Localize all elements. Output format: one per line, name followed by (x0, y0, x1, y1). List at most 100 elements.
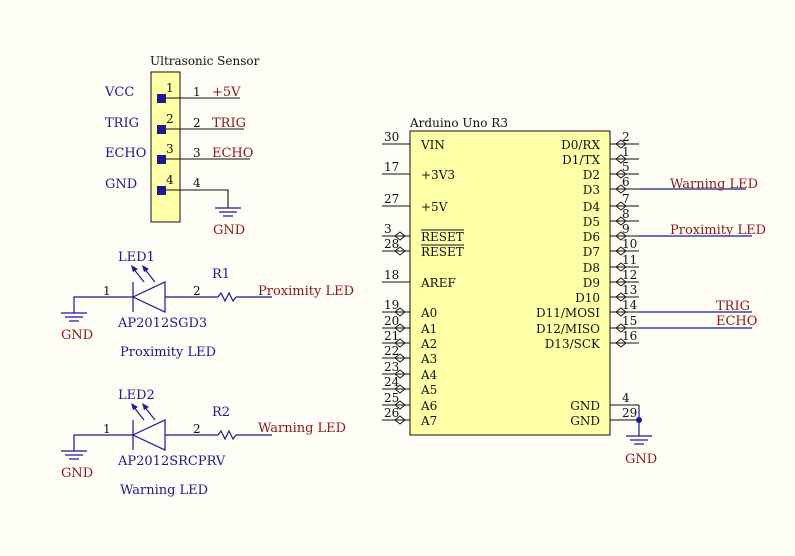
bidir-arrow-icon (394, 338, 406, 348)
arduino-right-pin-number: 11 (622, 253, 637, 267)
resistor-r1-symbol (217, 291, 237, 303)
sensor-pin-label-gnd: GND (105, 177, 137, 192)
arduino-uno: Arduino Uno R3 30VIN17+3V327+5V3RESET28R… (382, 116, 766, 467)
resistor-r2-ref: R2 (212, 405, 230, 420)
arduino-left-pin-name: RESET (421, 230, 464, 244)
bidir-arrow-icon (394, 415, 406, 425)
bidir-arrow-icon (615, 154, 627, 164)
arduino-right-pin-number: 5 (622, 160, 630, 174)
sensor-pin-label-trig: TRIG (105, 116, 139, 131)
arduino-body (409, 130, 611, 436)
sensor-pin-outer-1: 1 (193, 85, 201, 99)
arduino-left-pin-number: 26 (384, 406, 399, 420)
led2-caption: Warning LED (120, 483, 208, 498)
arduino-right-pin-number: 14 (622, 298, 638, 312)
resistor-r2-symbol (217, 429, 237, 441)
bidir-arrow-icon (615, 246, 627, 256)
arduino-title: Arduino Uno R3 (409, 116, 508, 130)
bidir-arrow-icon (615, 262, 627, 272)
bidir-arrow-icon (615, 139, 627, 149)
sensor-pin-label-echo: ECHO (105, 146, 146, 161)
led1-wire-left (73, 296, 133, 313)
arduino-left-pins: 30VIN17+3V327+5V3RESET28RESET18AREF19A02… (382, 130, 464, 428)
sensor-pin-outer-2: 2 (193, 116, 201, 130)
led2-pin2-number: 2 (193, 422, 201, 436)
net-label-gnd: GND (213, 223, 245, 238)
arduino-right-pin-number: 15 (622, 314, 637, 328)
arduino-right-pin-name: D2 (583, 168, 600, 182)
sensor-pin-outer-4: 4 (193, 176, 201, 190)
ground-symbol (215, 207, 241, 217)
bidir-arrow-icon (394, 353, 406, 363)
arduino-left-pin-name: A0 (420, 306, 437, 320)
sensor-pin-marker (157, 186, 166, 195)
bidir-arrow-icon (394, 307, 406, 317)
bidir-arrow-icon (394, 231, 406, 241)
arduino-right-pin-number: 8 (622, 207, 630, 221)
sensor-title: Ultrasonic Sensor (150, 54, 260, 68)
arduino-right-pin-name: D0/RX (561, 138, 600, 152)
sensor-pin-label-vcc: VCC (104, 85, 134, 100)
ultrasonic-sensor: Ultrasonic Sensor VCC 1 1 +5V TRIG 2 2 T… (104, 54, 260, 238)
led1-circuit: LED1 1 2 R1 Proximity LED AP2012SGD3 Pro… (61, 250, 354, 360)
bidir-arrow-icon (394, 369, 406, 379)
bidir-arrow-icon (615, 292, 627, 302)
arduino-left-pin-name: RESET (421, 245, 464, 259)
arduino-right-pin-number: 7 (622, 192, 630, 206)
arduino-right-pin-name: D12/MISO (536, 322, 600, 336)
bidir-arrow-icon (394, 323, 406, 333)
arduino-right-pin-number: 9 (622, 222, 630, 236)
bidir-arrow-icon (615, 231, 627, 241)
net-label-gnd: GND (625, 452, 657, 467)
bidir-arrow-icon (394, 384, 406, 394)
arduino-left-pin-number: 20 (384, 314, 399, 328)
arduino-right-pin-number: 29 (622, 406, 637, 420)
arduino-left-pin-number: 22 (384, 344, 399, 358)
arduino-left-pin-name: +3V3 (421, 168, 455, 182)
arduino-right-pin-name: D10 (575, 291, 600, 305)
arduino-left-pin-name: AREF (420, 276, 456, 290)
arduino-left-pin-name: A3 (420, 352, 437, 366)
ground-symbol (61, 312, 87, 322)
resistor-r1-ref: R1 (212, 267, 230, 282)
arduino-right-pin-name: D1/TX (562, 153, 600, 167)
bidir-arrow-icon (615, 277, 627, 287)
led2-light-arrows-icon (131, 403, 156, 421)
sensor-pin-inner-3: 3 (166, 142, 174, 156)
sensor-pin-inner-4: 4 (166, 173, 174, 187)
arduino-right-pin-number: 2 (622, 130, 630, 144)
arduino-left-pin-number: 17 (384, 160, 399, 174)
arduino-right-pin-name: D7 (583, 245, 600, 259)
sensor-pin-marker (157, 94, 166, 103)
net-label-echo: ECHO (716, 314, 757, 329)
arduino-right-pin-name: D4 (583, 200, 601, 214)
led1-part-number: AP2012SGD3 (117, 316, 207, 331)
arduino-right-pin-name: GND (570, 399, 600, 413)
led1-light-arrows-icon (131, 265, 156, 283)
sensor-pin-outer-3: 3 (193, 146, 201, 160)
led1-pin1-number: 1 (103, 284, 111, 298)
bidir-arrow-icon (615, 307, 627, 317)
arduino-left-pin-name: A4 (420, 368, 438, 382)
net-label-warning-led: Warning LED (258, 421, 346, 436)
led2-wire-left (73, 434, 133, 451)
net-label-trig: TRIG (212, 116, 246, 131)
arduino-left-pin-number: 23 (384, 360, 399, 374)
junction-dot (636, 417, 642, 423)
arduino-right-pin-number: 1 (622, 145, 630, 159)
arduino-left-pin-name: A2 (420, 337, 437, 351)
arduino-right-pin-name: D5 (583, 215, 600, 229)
led1-caption: Proximity LED (120, 345, 216, 360)
arduino-right-pin-number: 10 (622, 237, 637, 251)
arduino-left-pin-name: A6 (420, 399, 437, 413)
arduino-right-pin-number: 4 (622, 391, 630, 405)
arduino-right-pin-name: D8 (583, 261, 600, 275)
arduino-left-pin-number: 28 (384, 237, 399, 251)
arduino-left-pin-number: 3 (384, 222, 392, 236)
sensor-pin-inner-1: 1 (166, 81, 174, 95)
ground-symbol (61, 450, 87, 460)
net-label-gnd: GND (61, 466, 93, 481)
arduino-left-pin-name: +5V (421, 200, 448, 214)
arduino-right-pin-name: D13/SCK (545, 337, 601, 351)
bidir-arrow-icon (615, 201, 627, 211)
